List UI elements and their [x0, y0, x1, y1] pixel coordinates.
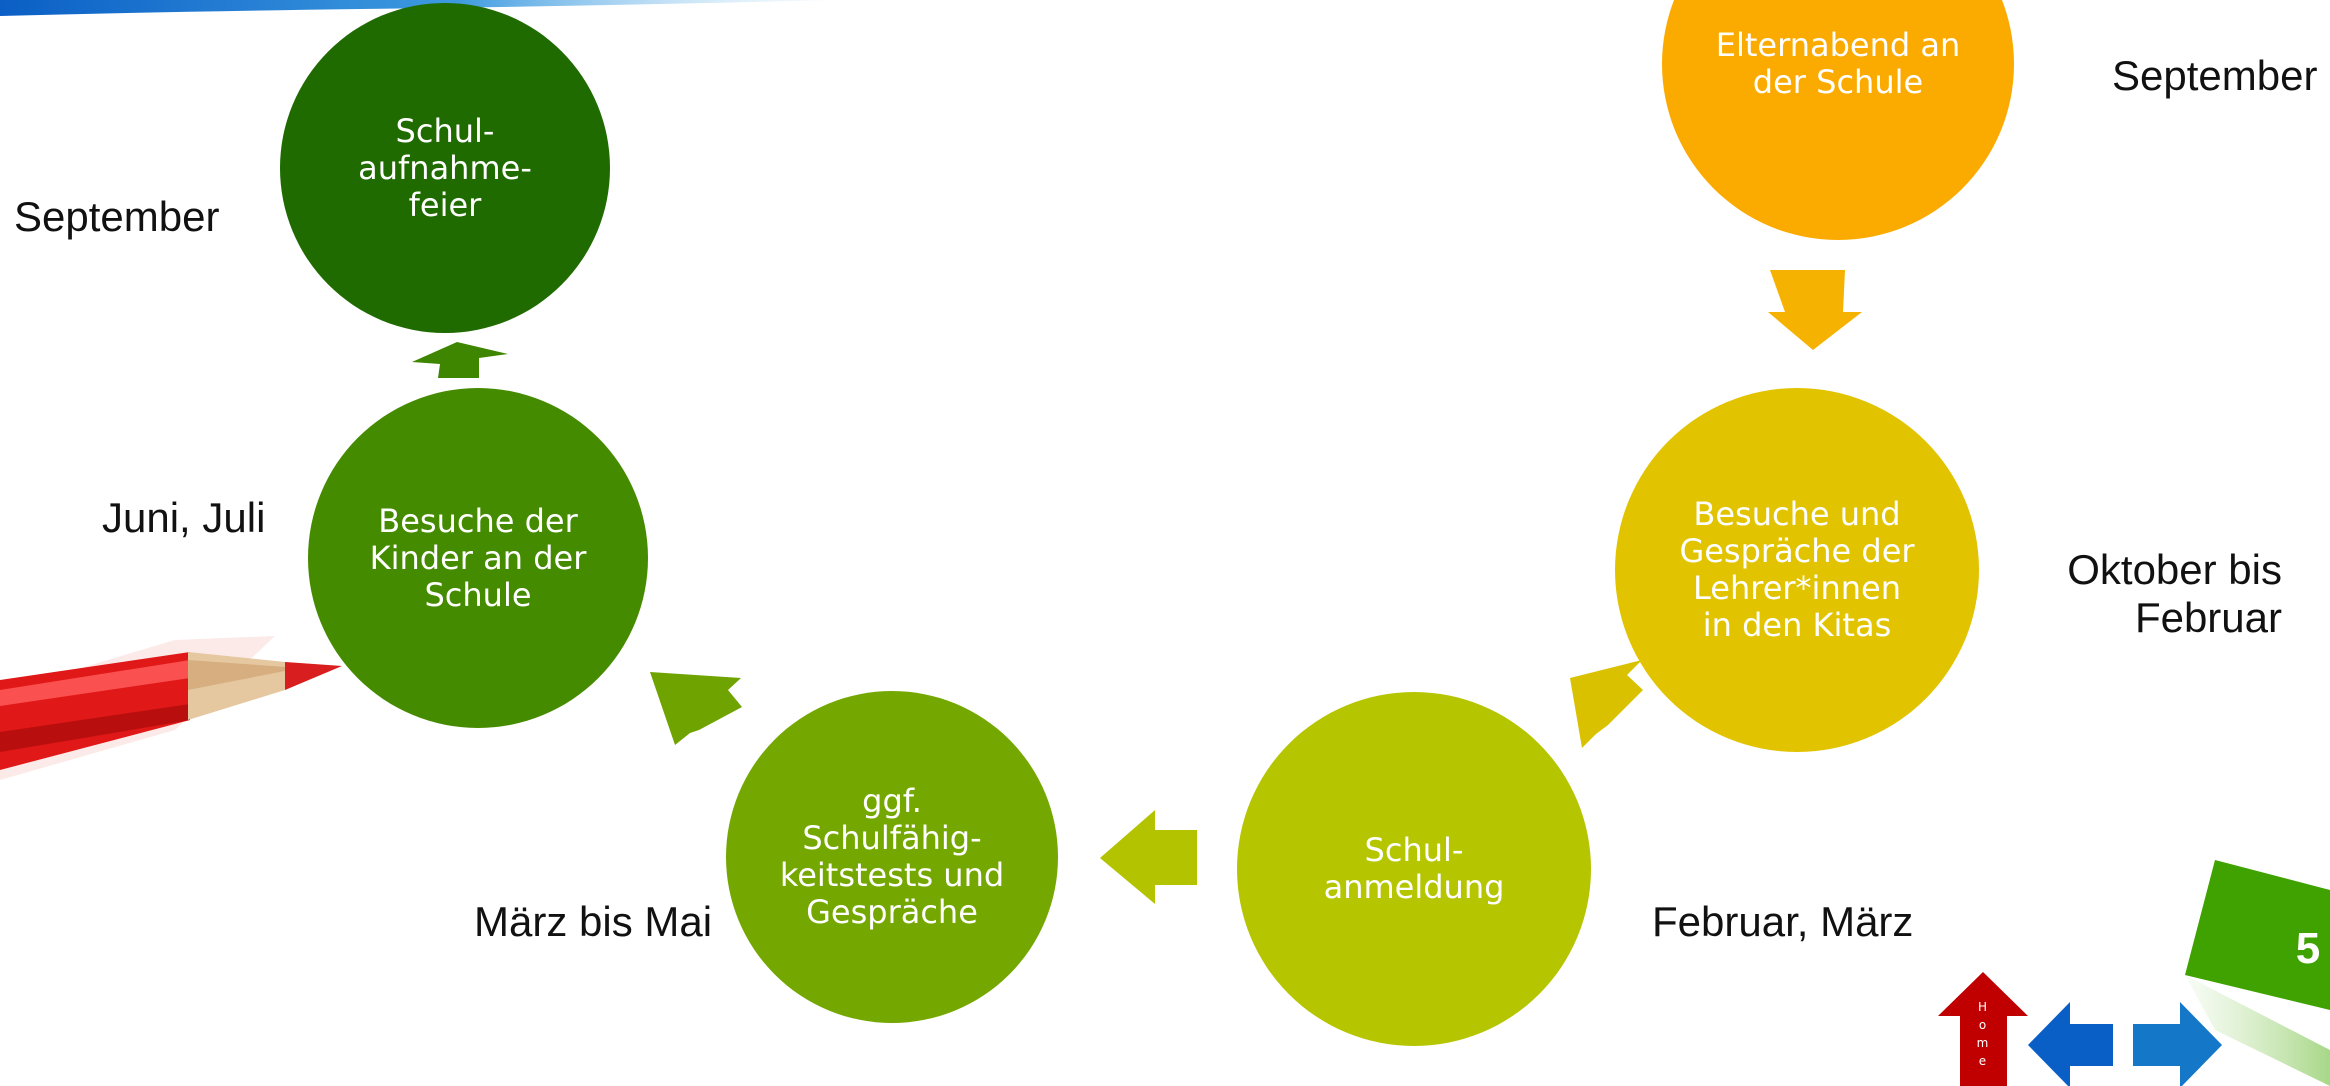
step-label: Schul- anmeldung: [1323, 831, 1505, 906]
page-tab: [2185, 860, 2330, 1010]
page-tab-shadow: [2185, 975, 2330, 1086]
flow-arrow-4: [650, 672, 742, 745]
step-date: Februar, März: [1652, 898, 1914, 945]
step-circle-4: ggf. Schulfähig- keitstests und Gespräch…: [726, 691, 1058, 1023]
step-circle-6: Schul- aufnahme- feier: [280, 3, 610, 333]
forward-arrow-icon[interactable]: [2133, 1002, 2222, 1086]
step-date: September: [2112, 52, 2318, 99]
home-button[interactable]: [1938, 972, 2028, 1086]
home-label: H o m e: [1976, 1000, 1990, 1068]
step-circle-2: Besuche und Gespräche der Lehrer*innen i…: [1615, 388, 1979, 752]
step-date: Oktober bis Februar: [2067, 546, 2282, 641]
step-date: September: [14, 193, 220, 240]
back-arrow-icon[interactable]: [2028, 1002, 2113, 1086]
page-number: 5: [2295, 924, 2321, 973]
flow-arrow-5: [412, 342, 508, 378]
step-date: März bis Mai: [474, 898, 713, 945]
step-circle-3: Schul- anmeldung: [1237, 692, 1591, 1046]
step-label: ggf. Schulfähig- keitstests und Gespräch…: [779, 782, 1005, 931]
pencil-illustration: [0, 636, 342, 780]
step-date: Juni, Juli: [102, 494, 266, 541]
step-label: Schul- aufnahme- feier: [358, 111, 532, 224]
flow-arrow-2: [1570, 660, 1643, 748]
step-label: Elternabend an der Schule: [1715, 26, 1961, 101]
step-label: Besuche der Kinder an der Schule: [369, 501, 587, 614]
flow-arrow-3: [1100, 810, 1197, 904]
step-label: Besuche und Gespräche der Lehrer*innen i…: [1679, 495, 1915, 644]
step-circle-5: Besuche der Kinder an der Schule: [308, 388, 648, 728]
flow-arrow-1: [1768, 270, 1862, 350]
